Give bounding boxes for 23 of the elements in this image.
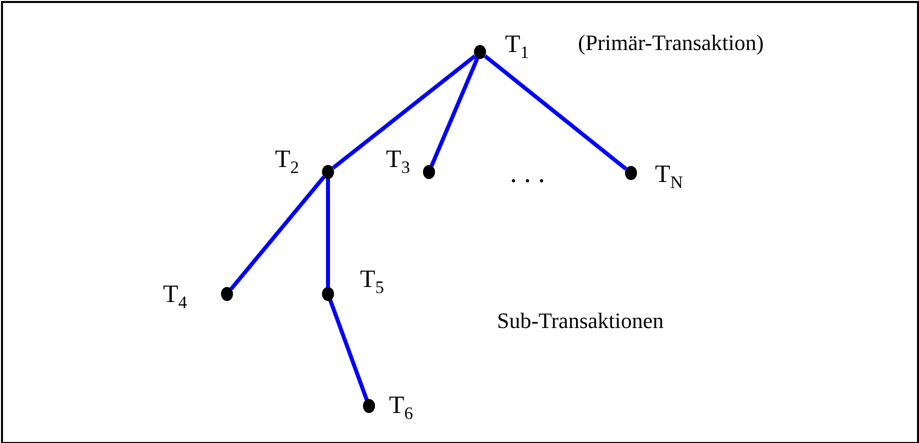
node-dot [474,45,486,59]
note-label: (Primär-Transaktion) [578,32,764,54]
node-label: T$_{5}$ [360,267,384,297]
node-dot [423,165,435,179]
tree-edge [484,54,628,170]
tree-edge [230,176,326,290]
tree-edge [332,54,476,170]
node-label: T$_{4}$ [163,282,188,312]
tree-edge [326,178,330,288]
node-label: T$_{1}$ [505,32,530,62]
node-dot [625,166,637,180]
group-label: Sub-Transaktionen [497,310,664,332]
tree-edge [328,299,369,401]
tree-edge [430,57,480,167]
node-dot [363,399,375,413]
node-label: T$_{3}$ [386,147,410,177]
node-label: T$_{6}$ [389,393,414,423]
node-dot [322,287,334,301]
ellipsis-label: . . . [510,160,545,188]
node-label: T$_{N}$ [655,162,683,192]
node-dot [322,165,334,179]
node-label: T$_{2}$ [275,147,300,177]
node-dot [221,287,233,301]
